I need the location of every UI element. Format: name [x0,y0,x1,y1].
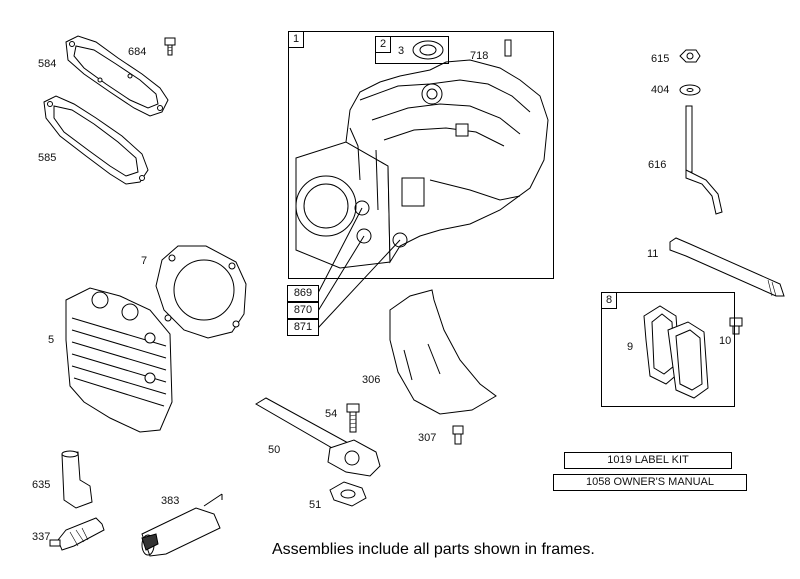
nut-615-drawing [679,49,701,63]
washer-404-drawing [679,84,701,96]
part-label-404[interactable]: 404 [651,84,670,96]
screw-684-drawing [164,37,176,56]
part-label-584[interactable]: 584 [38,58,57,70]
part-label-585[interactable]: 585 [38,152,57,164]
part-label-635[interactable]: 635 [32,479,51,491]
part-label-5[interactable]: 5 [48,334,55,346]
frame-1-box [288,31,554,279]
part-label-9[interactable]: 9 [627,341,634,353]
part-label-51[interactable]: 51 [309,499,322,511]
frame-1-number: 1 [288,31,304,48]
part-label-718[interactable]: 718 [470,50,489,62]
part-label-615[interactable]: 615 [651,53,670,65]
screw-54-drawing [346,403,360,433]
part-label-10[interactable]: 10 [719,335,732,347]
spark-plug-wrench-383-drawing [141,493,223,557]
part-label-7[interactable]: 7 [141,255,148,267]
breather-9-drawing [643,305,709,399]
cylinder-head-5-drawing [65,287,173,433]
part-label-684[interactable]: 684 [128,46,147,58]
part-label-870[interactable]: 870 [287,302,319,319]
screw-307-drawing [452,425,464,445]
part-label-307[interactable]: 307 [418,432,437,444]
cylinder-block-drawing [295,59,549,269]
owners-manual-box[interactable]: 1058 OWNER'S MANUAL [553,474,747,491]
label-kit-box[interactable]: 1019 LABEL KIT [564,452,732,469]
part-label-54[interactable]: 54 [325,408,338,420]
intake-pipe-50-drawing [255,397,381,477]
frame-8-number: 8 [601,292,617,309]
dipstick-tube-11-drawing [669,237,785,297]
gasket-51-drawing [329,481,367,507]
part-label-871[interactable]: 871 [287,319,319,336]
frame-8-box [601,292,735,407]
part-label-383[interactable]: 383 [161,495,180,507]
spark-plug-337-drawing [49,517,105,551]
part-label-50[interactable]: 50 [268,444,281,456]
part-label-337[interactable]: 337 [32,531,51,543]
oil-seal-3-drawing [412,40,444,60]
governor-shaft-616-drawing [685,105,723,215]
screw-10-drawing [729,317,743,335]
part-label-869[interactable]: 869 [287,285,319,302]
assemblies-note: Assemblies include all parts shown in fr… [272,541,595,558]
part-label-616[interactable]: 616 [648,159,667,171]
spark-plug-boot-635-drawing [61,450,93,509]
gasket-584-drawing [65,35,169,117]
part-label-306[interactable]: 306 [362,374,381,386]
gasket-585-drawing [43,95,149,185]
dowel-pin-718-drawing [504,39,512,57]
part-label-11[interactable]: 11 [647,248,659,260]
frame-2-number: 2 [375,36,391,53]
part-label-3[interactable]: 3 [398,45,405,57]
air-guide-306-drawing [389,289,497,415]
head-gasket-7-drawing [155,245,247,339]
